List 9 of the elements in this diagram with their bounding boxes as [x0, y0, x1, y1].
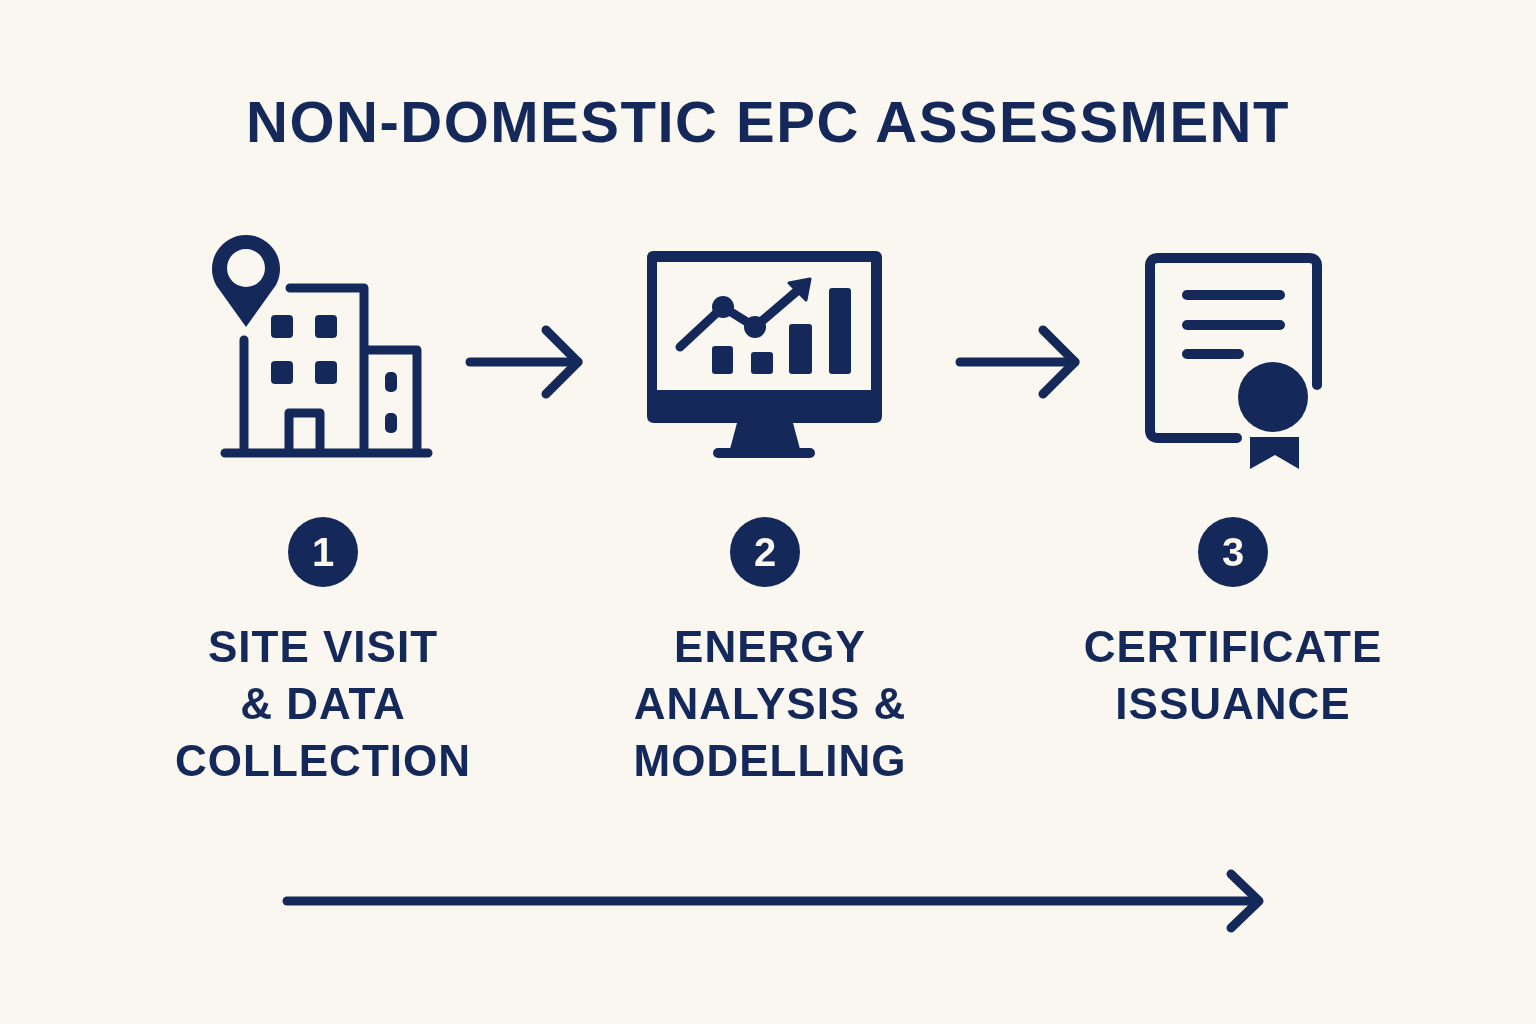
step-number: 2 [730, 517, 800, 587]
diagram-title: NON-DOMESTIC EPC ASSESSMENT [246, 89, 1290, 155]
arrow [955, 325, 1080, 399]
step-number: 1 [288, 517, 358, 587]
step-label: CERTIFICATE ISSUANCE [1083, 621, 1383, 730]
step-label: ENERGY ANALYSIS & MODELLING [633, 621, 907, 787]
step-number: 3 [1198, 517, 1268, 587]
step-label: SITE VISIT & DATA COLLECTION [175, 621, 471, 787]
arrow [465, 325, 583, 399]
